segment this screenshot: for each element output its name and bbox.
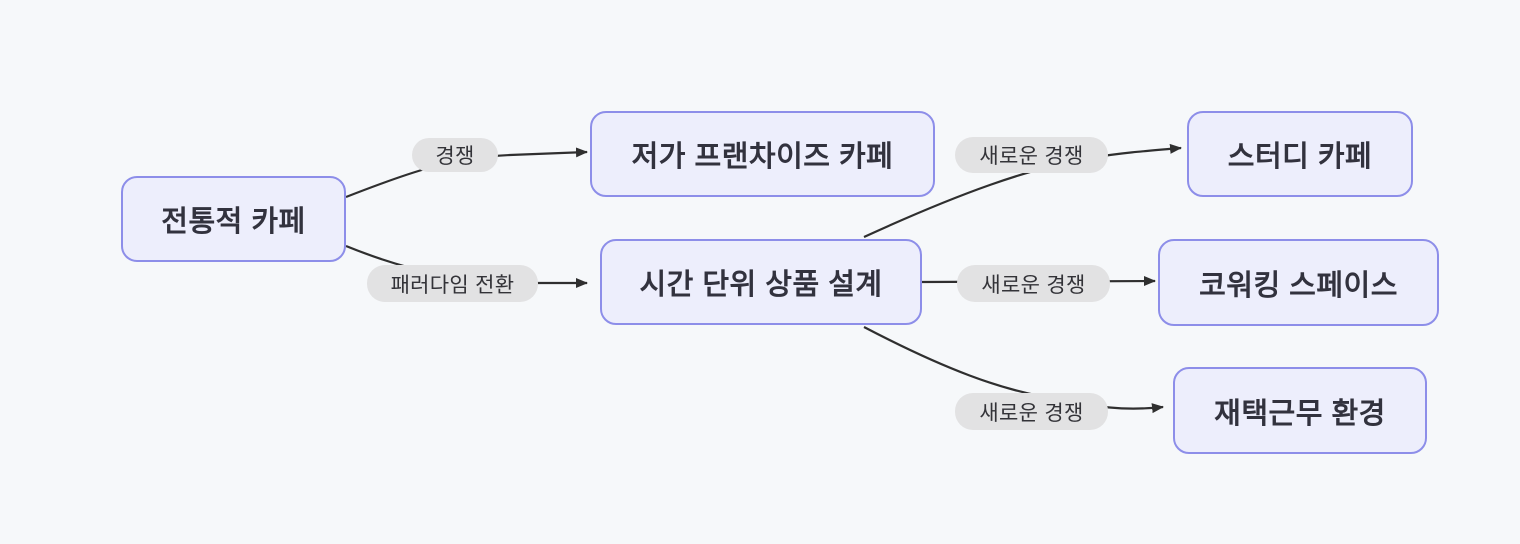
node-low-price-franchise-cafe-label: 저가 프랜차이즈 카페 [631,141,894,173]
node-study-cafe: 스터디 카페 [1187,111,1413,197]
edge-label-new-competition-remote: 새로운 경쟁 [955,393,1108,430]
node-traditional-cafe-label: 전통적 카페 [161,206,306,238]
node-low-price-franchise-cafe: 저가 프랜차이즈 카페 [590,111,935,197]
edge-label-new-competition-study-text: 새로운 경쟁 [979,145,1084,168]
edge-label-competition-text: 경쟁 [435,145,475,168]
edge-label-new-competition-remote-text: 새로운 경쟁 [979,401,1084,425]
edge-label-new-competition-coworking-text: 새로운 경쟁 [981,273,1086,297]
node-study-cafe-label: 스터디 카페 [1227,141,1373,173]
node-coworking-space: 코워킹 스페이스 [1158,239,1439,326]
node-traditional-cafe: 전통적 카페 [121,176,346,262]
node-remote-work-environment: 재택근무 환경 [1173,367,1427,454]
edge-label-new-competition-study: 새로운 경쟁 [955,137,1108,173]
node-coworking-space-label: 코워킹 스페이스 [1199,269,1398,302]
edge-label-paradigm-shift: 패러다임 전환 [367,265,538,302]
node-remote-work-environment-label: 재택근무 환경 [1214,397,1386,430]
edge-label-new-competition-coworking: 새로운 경쟁 [957,265,1110,302]
edge-label-paradigm-shift-text: 패러다임 전환 [390,273,515,297]
node-time-unit-product-design-label: 시간 단위 상품 설계 [639,269,883,301]
node-time-unit-product-design: 시간 단위 상품 설계 [600,239,922,325]
edge-label-competition: 경쟁 [412,138,498,172]
